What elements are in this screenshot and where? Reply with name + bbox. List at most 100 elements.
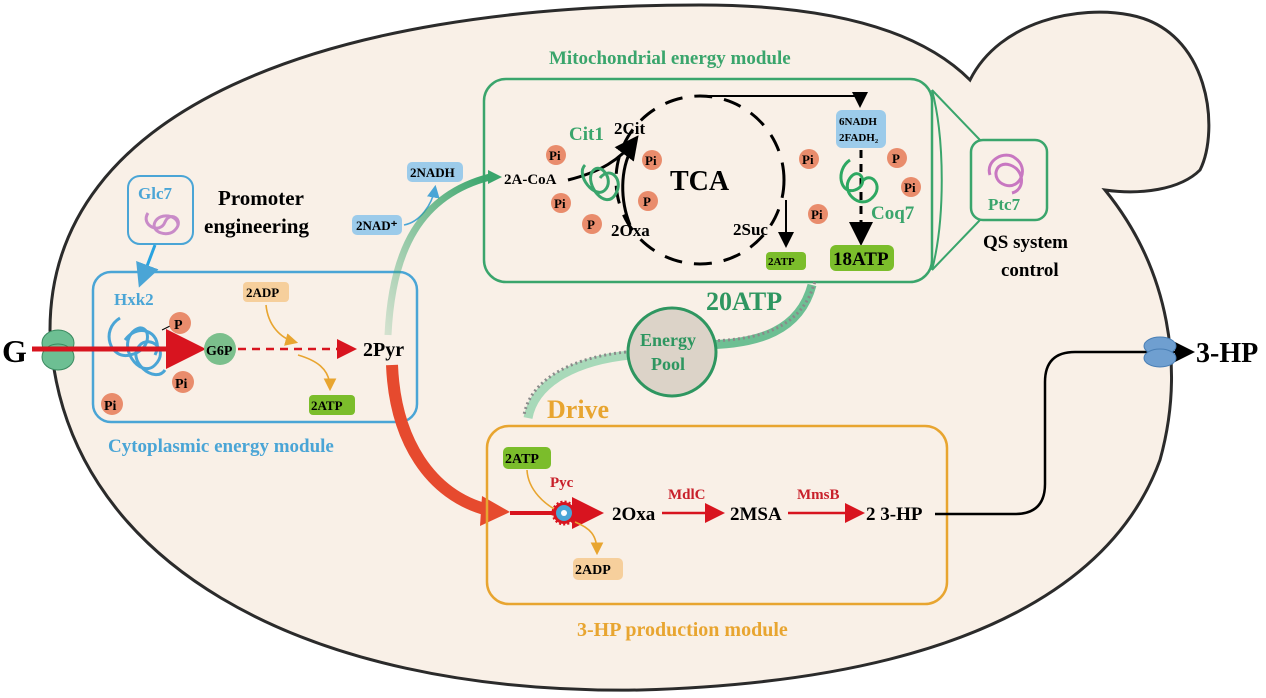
svg-text:G6P: G6P (206, 344, 233, 359)
atp-badge: 2ATP (309, 395, 355, 415)
cytoplasmic-module-title: Cytoplasmic energy module (108, 436, 334, 457)
atp-small-badge: 2ATP (766, 252, 806, 270)
pyruvate-to-production-arrow (386, 364, 490, 516)
svg-text:18ATP: 18ATP (833, 249, 889, 270)
qs-label-line2: control (1001, 260, 1059, 281)
svg-text:P: P (892, 151, 900, 166)
svg-text:2NAD⁺: 2NAD⁺ (356, 218, 398, 233)
svg-text:2ATP: 2ATP (505, 452, 539, 467)
phosphate-p-icon: P (887, 148, 907, 168)
ptc7-box (969, 138, 1049, 222)
svg-text:Pi: Pi (811, 207, 823, 222)
atp-large-badge: 18ATP (830, 245, 894, 271)
pyc-to-adp-arrow (574, 521, 604, 556)
svg-text:6NADH: 6NADH (839, 116, 877, 128)
nadh-fadh2-badge: 6NADH 2FADH₂ (836, 110, 886, 148)
acetyl-coa-label: 2A-CoA (504, 172, 557, 188)
mito-edge-curve (931, 89, 943, 271)
phosphate-p-icon: P (582, 214, 602, 234)
svg-text:P: P (587, 217, 595, 232)
mdlc-label: MdlC (668, 487, 706, 503)
g6p-node: G6P (204, 333, 236, 365)
nadh-badge: 2NADH (407, 162, 463, 182)
adp-to-atp-arrow (265, 304, 299, 346)
svg-text:2NADH: 2NADH (410, 165, 455, 180)
pyruvate-to-mitochondria-arrow (384, 173, 491, 336)
svg-text:Pi: Pi (104, 399, 117, 414)
citrate-label: 2Cit (614, 119, 646, 138)
tca-label: TCA (670, 166, 730, 197)
phosphate-pi-icon: Pi (799, 149, 819, 169)
glc7-box (127, 175, 194, 245)
phosphate-pi-icon: Pi (551, 193, 571, 213)
succinate-label: 2Suc (733, 220, 768, 239)
oxaloacetate-to-citrate-arrow (621, 147, 634, 226)
total-atp-label: 20ATP (706, 287, 782, 316)
coq7-label: Coq7 (871, 203, 915, 224)
energy-pool-node: Energy Pool (626, 306, 718, 398)
oxaloacetate-label: 2Oxa (611, 221, 650, 240)
glc7-protein-icon (144, 212, 180, 236)
pyc-enzyme-icon (551, 500, 577, 526)
svg-text:Pi: Pi (645, 153, 657, 168)
phosphate-pi-icon: Pi (808, 204, 828, 224)
coq7-protein-icon (839, 158, 879, 204)
substrate-glucose-label: G (2, 333, 27, 369)
svg-text:Pi: Pi (554, 196, 566, 211)
svg-text:2ADP: 2ADP (246, 285, 279, 300)
3hp-internal-label: 2 3-HP (866, 504, 923, 525)
hxk2-label: Hxk2 (114, 290, 154, 309)
phosphate-pi-icon: Pi (172, 371, 194, 393)
svg-text:2ADP: 2ADP (575, 563, 611, 578)
ptc7-label: Ptc7 (988, 195, 1021, 214)
energy-flow-lower-dots (522, 350, 627, 416)
cit1-protein-icon (581, 163, 620, 202)
phosphate-pi-icon: Pi (101, 393, 123, 415)
pyruvate-to-mitochondria-arrowhead (488, 170, 502, 184)
drive-label: Drive (547, 395, 609, 424)
tca-to-nadh-arrow (700, 92, 868, 108)
mmsb-label: MmsB (797, 487, 840, 503)
energy-flow-upper-dots (702, 280, 817, 343)
svg-text:Pool: Pool (651, 354, 685, 374)
promoter-label-line2: engineering (204, 214, 309, 238)
adp-prod-badge: 2ADP (573, 558, 623, 580)
3hp-transporter-icon (1143, 336, 1177, 368)
nad-badge: 2NAD⁺ (352, 215, 402, 235)
energy-flow-lower (523, 350, 631, 420)
mitochondrial-module-title: Mitochondrial energy module (549, 48, 791, 69)
phosphate-pi-icon: Pi (642, 150, 662, 170)
adp-badge: 2ADP (243, 282, 289, 302)
svg-text:Pi: Pi (904, 180, 916, 195)
promoter-regulation-arrow (136, 244, 159, 288)
3hp-product-label: 3-HP (1196, 338, 1258, 369)
msa-label: 2MSA (730, 504, 782, 525)
production-module-title: 3-HP production module (577, 619, 788, 641)
atp-prod-badge: 2ATP (503, 447, 551, 469)
svg-text:2ATP: 2ATP (311, 398, 343, 413)
zoom-connector-bottom (931, 219, 981, 271)
phosphate-pi-icon: Pi (546, 145, 566, 165)
zoom-connector-top (931, 89, 981, 141)
promoter-label-line1: Promoter (218, 186, 304, 210)
energy-flow-upper (699, 283, 817, 350)
phosphate-pi-icon: Pi (901, 177, 921, 197)
svg-text:Pi: Pi (802, 152, 814, 167)
pyruvate-label: 2Pyr (363, 339, 404, 361)
pyc-label: Pyc (550, 475, 574, 491)
phosphate-p-icon: P (638, 191, 658, 211)
svg-text:2FADH₂: 2FADH₂ (839, 132, 879, 144)
svg-text:2ATP: 2ATP (768, 256, 795, 268)
mitochondrial-module-box (482, 77, 934, 284)
svg-text:Pi: Pi (175, 377, 188, 392)
svg-text:Pi: Pi (549, 148, 561, 163)
cit1-label: Cit1 (569, 124, 604, 145)
svg-text:P: P (643, 194, 651, 209)
citrate-synthesis-arrow (567, 135, 639, 182)
ptc7-protein-icon (987, 153, 1024, 195)
adp-to-atp-arrow-lower (297, 354, 337, 392)
glc7-label: Glc7 (138, 184, 172, 203)
svg-text:Energy: Energy (640, 330, 696, 350)
oxaloacetate-prod-label: 2Oxa (612, 504, 656, 525)
